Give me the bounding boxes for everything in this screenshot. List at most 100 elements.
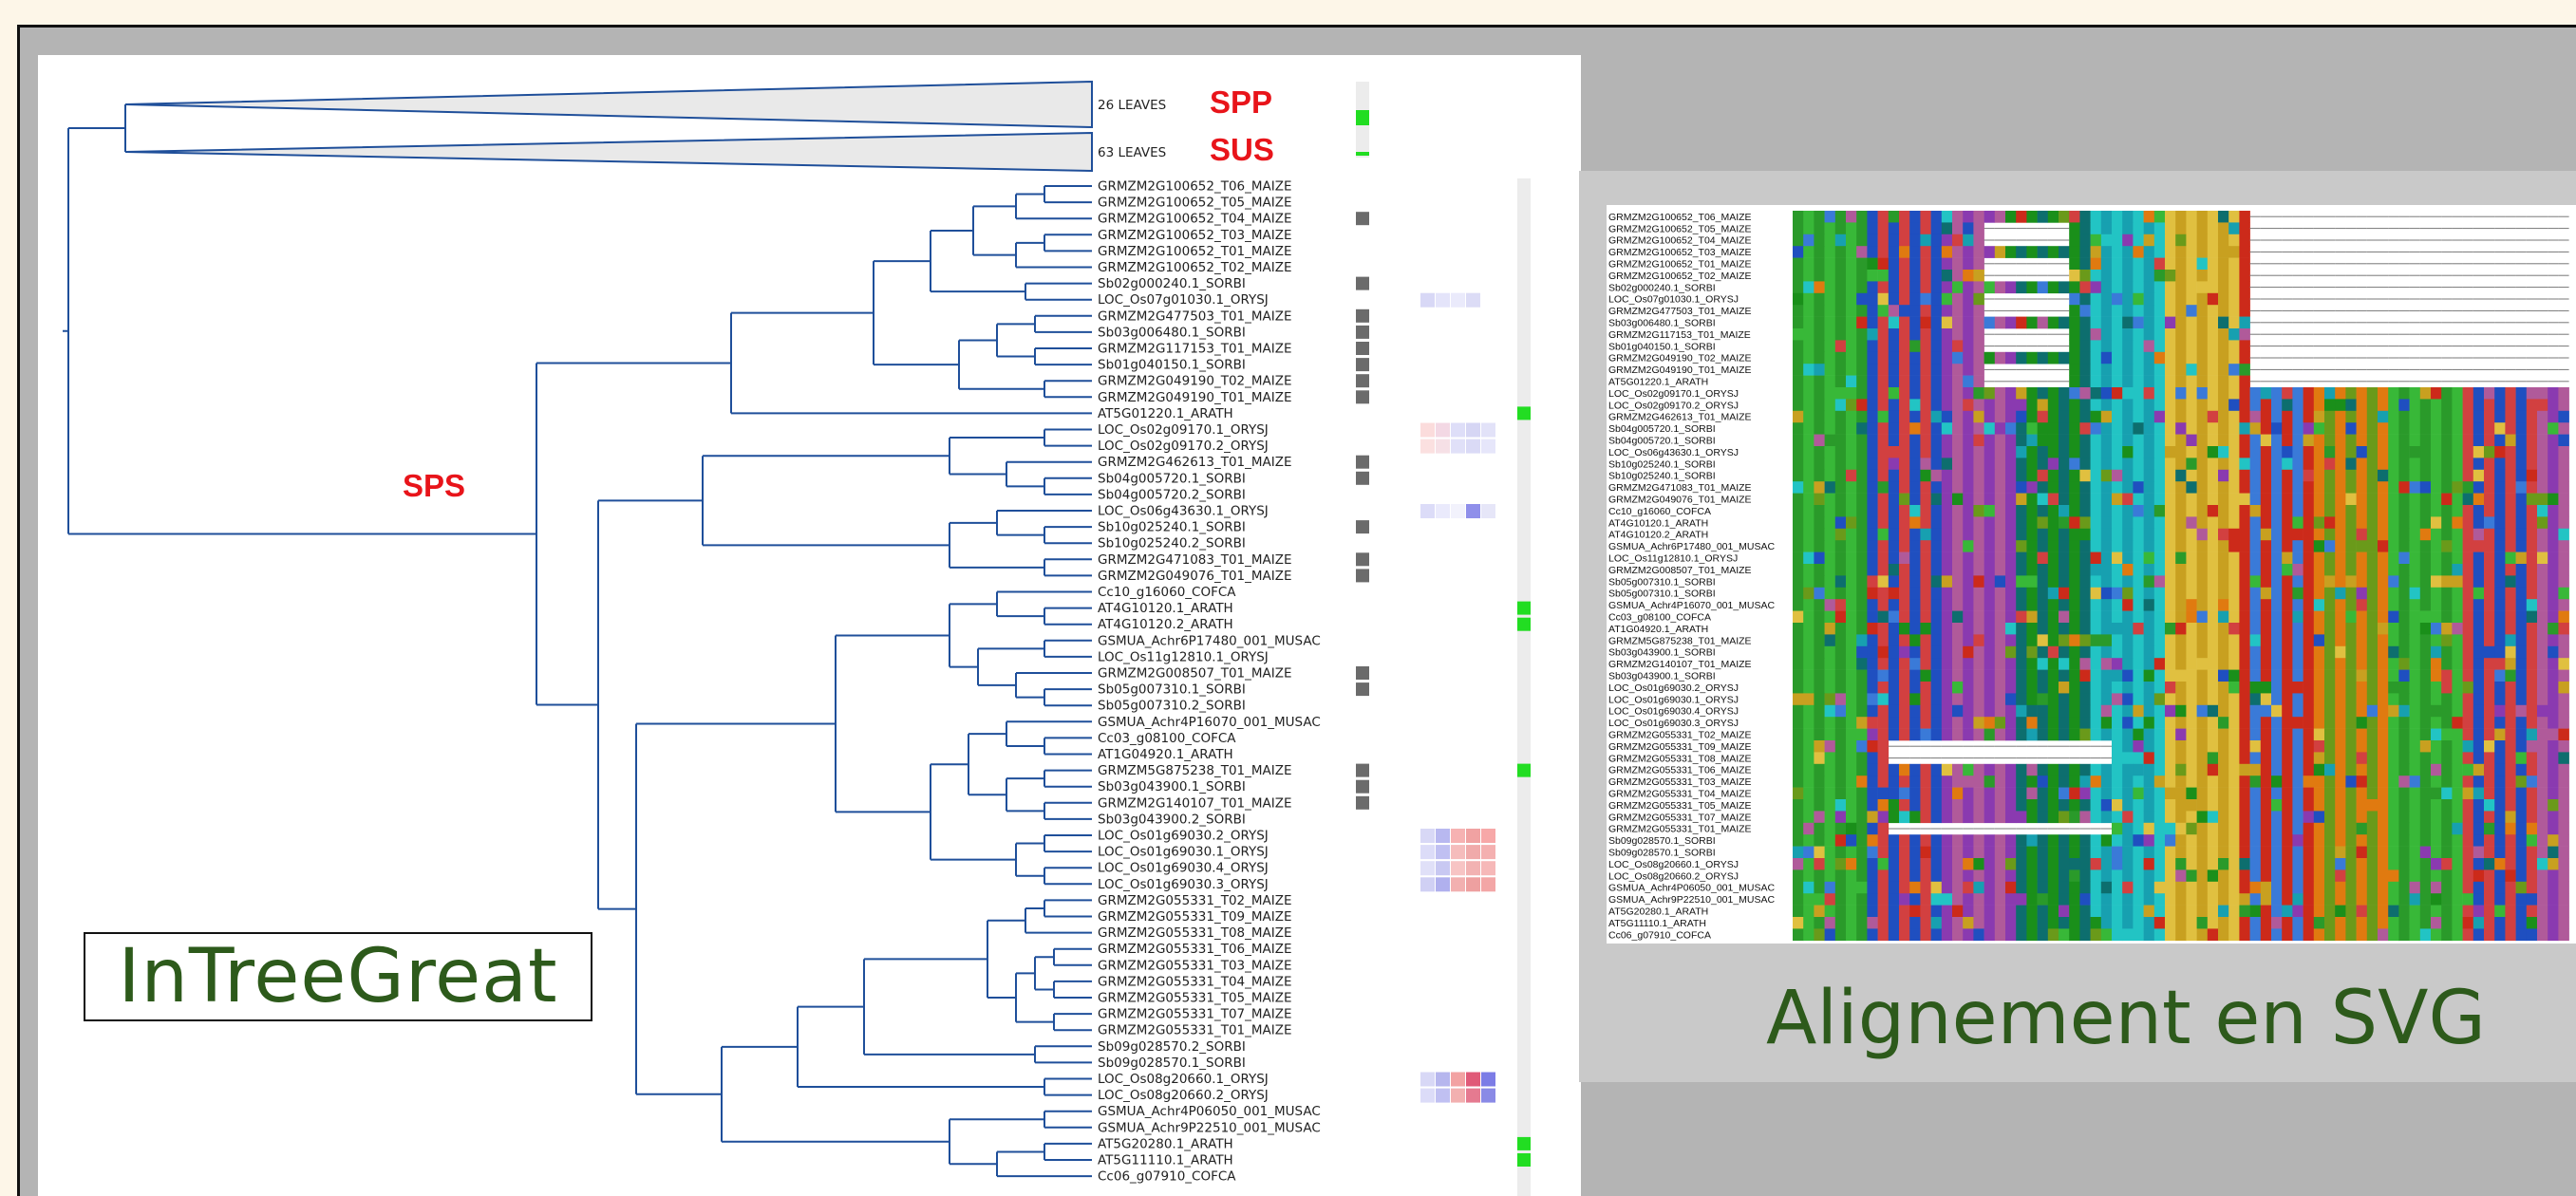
expression-cell	[1466, 877, 1480, 892]
expression-cell	[1466, 845, 1480, 860]
alignment-seq-label: GRMZM2G055331_T09_MAIZE	[1608, 741, 1752, 753]
alignment-row	[1793, 834, 2569, 847]
expression-cell	[1436, 877, 1450, 892]
leaf-label: GRMZM2G055331_T05_MAIZE	[1098, 991, 1292, 1006]
alignment-row	[1793, 822, 2569, 835]
alignment-row	[1793, 551, 2569, 565]
alignment-row	[1793, 752, 2569, 765]
alignment-row	[1793, 610, 2569, 624]
alignment-seq-label: Sb10g025240.1_SORBI	[1608, 458, 1716, 470]
expression-cell	[1481, 439, 1495, 454]
alignment-row	[1793, 234, 2569, 247]
alignment-seq-label: GRMZM2G055331_T02_MAIZE	[1608, 730, 1752, 741]
leaf-label: GRMZM2G100652_T02_MAIZE	[1098, 260, 1292, 275]
expression-cell	[1420, 1088, 1435, 1103]
leaf-label: LOC_Os01g69030.3_ORYSJ	[1098, 877, 1269, 892]
leaf-label: LOC_Os01g69030.1_ORYSJ	[1098, 845, 1269, 860]
alignment-seq-label: GSMUA_Achr4P06050_001_MUSAC	[1608, 883, 1776, 894]
alignment-seq-label: GRMZM2G055331_T01_MAIZE	[1608, 824, 1752, 835]
leaf-label: Sb04g005720.2_SORBI	[1098, 487, 1246, 502]
alignment-row	[1793, 682, 2569, 694]
leaf-label: Cc10_g16060_COFCA	[1098, 585, 1236, 600]
collapsed-clade-triangle	[124, 80, 1093, 129]
leaf-label: GRMZM2G055331_T04_MAIZE	[1098, 974, 1292, 989]
alignment-row	[1793, 575, 2569, 589]
alignment-seq-label: Sb10g025240.1_SORBI	[1608, 471, 1716, 482]
leaf-label: Sb03g006480.1_SORBI	[1098, 325, 1246, 340]
alignment-row	[1793, 811, 2569, 824]
grey-mark	[1356, 520, 1369, 534]
alignment-seq-label: AT1G04920.1_ARATH	[1608, 624, 1708, 635]
family-label: SPP	[1210, 84, 1272, 120]
grey-mark	[1356, 455, 1369, 469]
alignment-seq-label: LOC_Os08g20660.1_ORYSJ	[1608, 859, 1739, 870]
alignment-row	[1793, 340, 2569, 353]
green-mark	[1517, 1153, 1531, 1167]
alignment-row	[1793, 375, 2569, 388]
alignment-seq-label: GRMZM2G100652_T05_MAIZE	[1608, 223, 1752, 234]
alignment-row	[1793, 858, 2569, 870]
alignment-row	[1793, 717, 2569, 729]
alignment-seq-label: GRMZM2G055331_T07_MAIZE	[1608, 812, 1752, 823]
expression-cell	[1451, 861, 1465, 876]
expression-cell	[1420, 877, 1435, 892]
alignment-row	[1793, 316, 2569, 329]
collapsed-leaf-count: 26 LEAVES	[1098, 98, 1166, 113]
expression-cell	[1420, 422, 1435, 438]
leaf-label: GRMZM2G055331_T09_MAIZE	[1098, 909, 1292, 925]
grey-mark	[1356, 308, 1369, 323]
expression-cell	[1466, 422, 1480, 438]
alignment-row	[1793, 564, 2569, 576]
alignment-row	[1793, 928, 2569, 942]
alignment-seq-label: Sb03g006480.1_SORBI	[1608, 318, 1716, 329]
expression-cell	[1466, 292, 1480, 308]
grey-mark	[1356, 276, 1369, 290]
alignment-row	[1793, 669, 2569, 682]
leaf-label: AT4G10120.2_ARATH	[1098, 617, 1233, 632]
alignment-seq-label: Sb05g007310.1_SORBI	[1608, 589, 1716, 600]
alignment-row	[1793, 410, 2569, 423]
alignment-row	[1793, 246, 2569, 258]
leaf-label: GRMZM2G055331_T06_MAIZE	[1098, 942, 1292, 957]
alignment-seq-label: GRMZM2G049190_T01_MAIZE	[1608, 364, 1752, 376]
leaf-label: GRMZM2G008507_T01_MAIZE	[1098, 666, 1292, 682]
leaf-label: Cc06_g07910_COFCA	[1098, 1169, 1236, 1185]
alignment-seq-label: Sb04g005720.1_SORBI	[1608, 436, 1716, 447]
alignment-seq-label: Sb03g043900.1_SORBI	[1608, 671, 1716, 682]
grey-mark	[1356, 569, 1369, 583]
expression-cell	[1466, 861, 1480, 876]
alignment-row	[1793, 881, 2569, 894]
alignment-row	[1793, 693, 2569, 706]
alignment-row	[1793, 740, 2569, 753]
alignment-row	[1793, 704, 2569, 718]
leaf-label: GRMZM2G100652_T05_MAIZE	[1098, 196, 1292, 211]
alignment-seq-label: GRMZM2G100652_T04_MAIZE	[1608, 235, 1752, 247]
leaf-label: Sb02g000240.1_SORBI	[1098, 276, 1246, 291]
expression-cell	[1451, 1088, 1465, 1103]
alignment-row	[1793, 399, 2569, 412]
expression-cell	[1436, 861, 1450, 876]
leaf-label: GRMZM2G100652_T04_MAIZE	[1098, 212, 1292, 227]
expression-cell	[1481, 861, 1495, 876]
leaf-label: GRMZM2G049190_T02_MAIZE	[1098, 374, 1292, 389]
alignment-seq-label: Cc03_g08100_COFCA	[1608, 612, 1711, 624]
alignment-row	[1793, 351, 2569, 364]
alignment-seq-label: LOC_Os06g43630.1_ORYSJ	[1608, 447, 1739, 458]
expression-cell	[1481, 504, 1495, 518]
alignment-seq-label: AT5G11110.1_ARATH	[1608, 918, 1706, 929]
leaf-label: GSMUA_Achr4P06050_001_MUSAC	[1098, 1104, 1321, 1119]
expression-cell	[1420, 845, 1435, 860]
expression-cell	[1451, 292, 1465, 308]
alignment-row	[1793, 434, 2569, 447]
leaf-label: Sb01g040150.1_SORBI	[1098, 358, 1246, 373]
alignment-seq-label: Sb05g007310.1_SORBI	[1608, 576, 1716, 588]
expression-cell	[1420, 861, 1435, 876]
alignment-seq-label: GRMZM2G117153_T01_MAIZE	[1608, 329, 1751, 341]
alignment-row	[1793, 728, 2569, 741]
alignment-seq-label: Sb09g028570.1_SORBI	[1608, 835, 1716, 847]
alignment-seq-label: GSMUA_Achr6P17480_001_MUSAC	[1608, 541, 1776, 552]
expression-cell	[1436, 845, 1450, 860]
expression-cell	[1451, 845, 1465, 860]
expression-cell	[1466, 504, 1480, 518]
green-mark	[1517, 406, 1531, 420]
